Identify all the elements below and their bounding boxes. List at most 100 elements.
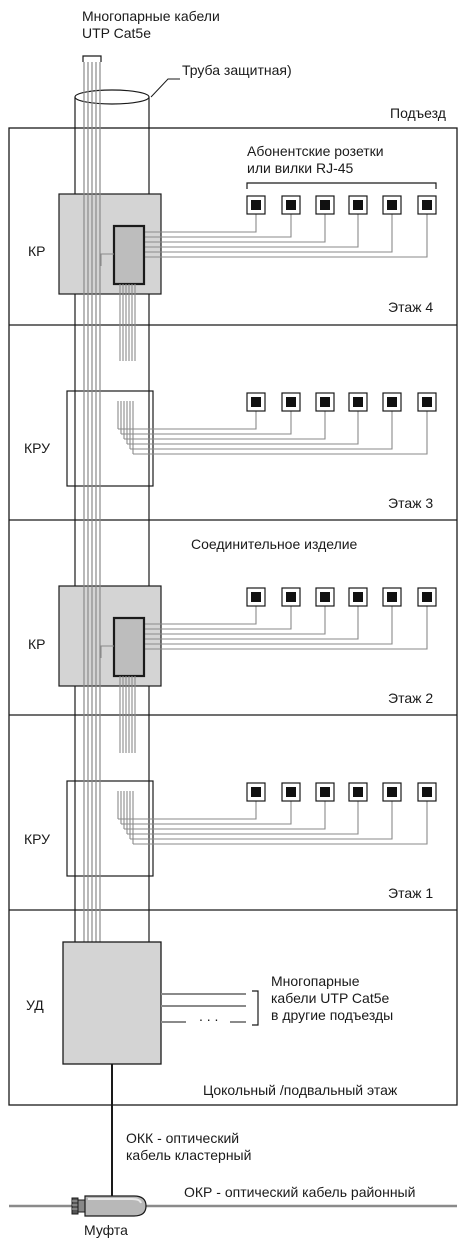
floor-group: [66, 780, 437, 877]
outlet-socket: [422, 592, 432, 602]
entrance-label: Подъезд: [390, 105, 446, 121]
rj45-outlet-icon: [246, 782, 266, 802]
outlet-cable: [145, 214, 393, 253]
rj45-outlet-icon: [281, 587, 301, 607]
riser-cables-layer: [83, 62, 101, 942]
outlet-socket: [251, 397, 261, 407]
outlet-socket: [320, 200, 330, 210]
connector-block: [112, 224, 146, 286]
floor-label: Этаж 1: [388, 885, 434, 901]
outlet-cable: [145, 214, 257, 233]
outlet-cable: [121, 801, 292, 825]
coupling-label: Муфта: [84, 1222, 128, 1238]
rj45-outlet-icon: [348, 587, 368, 607]
outlet-socket: [286, 200, 296, 210]
cable-bracket: [82, 55, 102, 62]
outlet-cable: [145, 214, 326, 243]
pipe-leader-line: [150, 78, 180, 98]
rj45-outlet-icon: [246, 392, 266, 412]
coupling-icon: [71, 1195, 147, 1217]
connector-feed: [100, 645, 114, 658]
rj45-outlet-icon: [417, 587, 437, 607]
outlet-cable: [145, 606, 257, 625]
outlet-socket: [387, 397, 397, 407]
outlet-cable: [133, 801, 428, 845]
pipe-top-opening: [74, 89, 150, 105]
outlet-socket: [387, 200, 397, 210]
rj45-outlet-icon: [315, 587, 335, 607]
outlet-socket: [387, 592, 397, 602]
outlet-cable: [145, 606, 292, 630]
outlet-cable: [145, 606, 326, 635]
connector-feed: [100, 253, 114, 266]
rj45-outlet-icon: [348, 392, 368, 412]
rj45-outlet-icon: [382, 782, 402, 802]
rj45-outlet-icon: [281, 195, 301, 215]
rj45-outlet-icon: [281, 782, 301, 802]
outlet-cable: [145, 214, 359, 248]
floor-box-label: КРУ: [24, 831, 51, 847]
okk-cable-label: ОКК - оптический кабель кластерный: [126, 1130, 252, 1163]
rj45-outlet-icon: [382, 195, 402, 215]
rj45-outlet-icon: [315, 392, 335, 412]
rj45-outlet-icon: [417, 392, 437, 412]
outlet-cable: [145, 606, 359, 640]
protective-pipe-label: Труба защитная): [182, 62, 292, 78]
floor-box-label: КР: [28, 636, 46, 652]
outlet-socket: [422, 787, 432, 797]
floor-box-label: КРУ: [24, 440, 51, 456]
okr-cable-label: ОКР - оптический кабель районный: [184, 1184, 416, 1200]
rj45-outlet-icon: [348, 782, 368, 802]
outlet-cable: [130, 801, 393, 840]
outlet-cable: [121, 411, 292, 435]
floor-label: Этаж 3: [388, 495, 434, 511]
outlet-socket: [286, 787, 296, 797]
connector-product-label: Соединительное изделие: [191, 536, 358, 552]
outlet-cable: [145, 606, 428, 650]
outlet-socket: [422, 200, 432, 210]
outlet-cable: [145, 606, 393, 645]
outlet-socket: [320, 397, 330, 407]
outlets-bracket: [246, 182, 437, 189]
floor-group: [66, 390, 437, 487]
floor-box-label: КР: [28, 243, 46, 259]
outlet-socket: [251, 592, 261, 602]
outlet-socket: [353, 397, 363, 407]
floor-label: Этаж 4: [388, 299, 434, 315]
multipair-cables-top-label: Многопарные кабели UTP Cat5e: [82, 8, 220, 41]
rj45-outlet-icon: [246, 587, 266, 607]
outlet-cable: [124, 801, 326, 830]
floor-group: [58, 193, 437, 361]
rj45-outlet-icon: [382, 392, 402, 412]
rj45-outlet-icon: [246, 195, 266, 215]
outlet-socket: [387, 787, 397, 797]
rj45-outlet-icon: [417, 782, 437, 802]
building-outline: [8, 127, 458, 1106]
outlet-cable: [127, 411, 359, 445]
rj45-outlet-icon: [417, 195, 437, 215]
outlet-socket: [353, 787, 363, 797]
outlet-cable: [130, 411, 393, 450]
kr-box: [58, 193, 162, 295]
rj45-outlet-icon: [315, 195, 335, 215]
other-entrances-cables-label: Многопарные кабели UTP Cat5e в другие по…: [271, 973, 394, 1023]
outlet-socket: [320, 787, 330, 797]
subscriber-outlets-label: Абонентские розетки или вилки RJ-45: [247, 143, 384, 176]
outlet-cable: [145, 214, 292, 238]
outlet-cable: [127, 801, 359, 835]
kr-box: [58, 585, 162, 687]
outlet-socket: [353, 200, 363, 210]
outlet-cable: [118, 411, 257, 430]
floors-layer: [58, 193, 437, 877]
floor-group: [58, 585, 437, 753]
outlet-socket: [422, 397, 432, 407]
ud-box: [62, 941, 162, 1065]
outlet-cable: [133, 411, 428, 455]
ud-box-label: УД: [26, 997, 44, 1013]
basement-floor-label: Цокольный /подвальный этаж: [203, 1082, 398, 1098]
outlet-socket: [251, 787, 261, 797]
outlet-socket: [286, 592, 296, 602]
outlet-cable: [118, 801, 257, 820]
rj45-outlet-icon: [382, 587, 402, 607]
